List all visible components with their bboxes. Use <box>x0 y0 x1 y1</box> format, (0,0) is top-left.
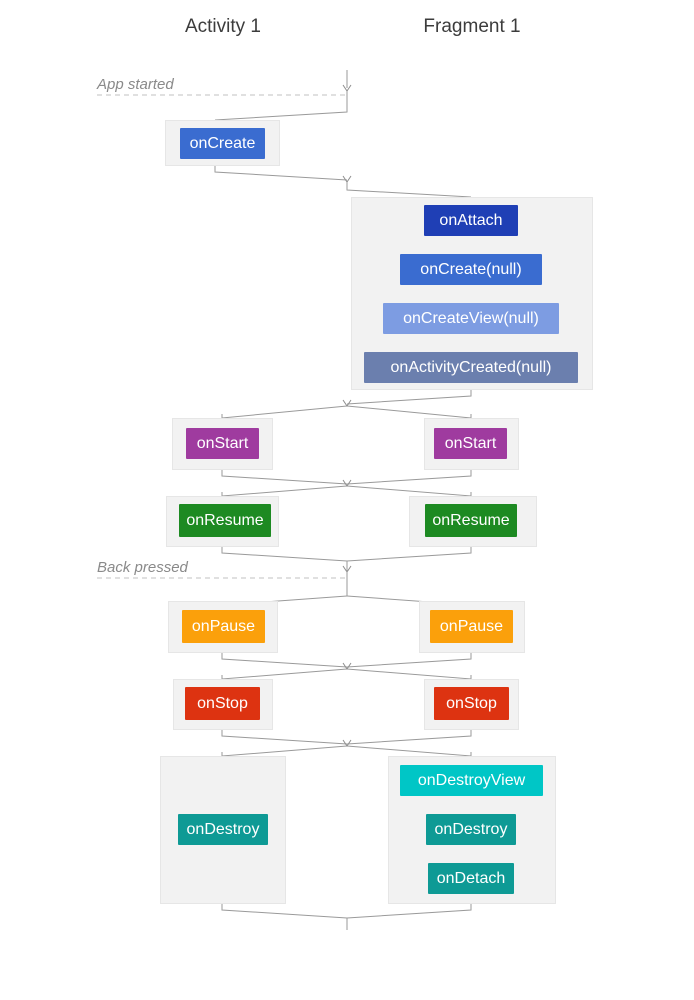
node-fragment-ondestroy[interactable]: onDestroy <box>426 814 516 845</box>
wire-to-fragment-onstart <box>346 405 472 419</box>
wire-to-fragment-onresume <box>346 485 472 497</box>
arrowhead-back-pressed <box>342 565 352 573</box>
arrowhead-destroy-row <box>342 739 352 747</box>
wire-to-activity-onresume <box>221 485 348 497</box>
wire-to-activity-oncreate <box>214 91 348 121</box>
wire-onresume-left-down <box>221 547 348 562</box>
node-activity-onresume[interactable]: onResume <box>179 504 271 537</box>
arrowhead-onstop-row <box>342 662 352 670</box>
wire-onstart-left-down <box>221 470 348 485</box>
wire-destroy-left-out <box>221 904 348 919</box>
node-activity-oncreate[interactable]: onCreate <box>180 128 265 159</box>
node-fragment-onactivitycreated[interactable]: onActivityCreated(null) <box>364 352 578 383</box>
node-activity-onpause[interactable]: onPause <box>182 610 265 643</box>
wire-to-fragment-onstop <box>346 668 472 680</box>
node-fragment-onattach[interactable]: onAttach <box>424 205 518 236</box>
wire-onpause-left-down <box>221 653 348 668</box>
wire-oncreate-to-fragment-stub <box>214 166 348 181</box>
wire-onpause-right-down <box>346 653 472 668</box>
arrowhead-onresume-row <box>342 479 352 487</box>
wire-onstart-right-down <box>346 470 472 485</box>
column-title-activity: Activity 1 <box>184 16 262 37</box>
wire-onstop-left-down <box>221 730 348 745</box>
wire-to-activity-onstop <box>221 668 348 680</box>
node-fragment-ondetach[interactable]: onDetach <box>428 863 514 894</box>
node-fragment-oncreate[interactable]: onCreate(null) <box>400 254 542 285</box>
wire-to-fragment-ondestroy <box>346 745 472 757</box>
wire-destroy-right-out <box>346 904 472 919</box>
node-fragment-oncreateview[interactable]: onCreateView(null) <box>383 303 559 334</box>
event-label-app-started: App started <box>97 76 174 93</box>
node-fragment-onstop[interactable]: onStop <box>434 687 509 720</box>
wire-fragment-block-out <box>346 390 472 405</box>
node-fragment-onstart[interactable]: onStart <box>434 428 507 459</box>
node-activity-onstop[interactable]: onStop <box>185 687 260 720</box>
node-fragment-onpause[interactable]: onPause <box>430 610 513 643</box>
arrowhead-fragment-block <box>342 175 352 183</box>
event-label-back-pressed: Back pressed <box>97 559 188 576</box>
node-fragment-onresume[interactable]: onResume <box>425 504 517 537</box>
wire-onstop-right-down <box>346 730 472 745</box>
arrowhead-onstart-row <box>342 399 352 407</box>
wire-onresume-right-down <box>346 547 472 562</box>
wire-to-activity-onstart <box>221 405 348 419</box>
column-title-fragment: Fragment 1 <box>423 16 521 37</box>
wire-into-fragment-create-block <box>346 182 472 198</box>
node-activity-ondestroy[interactable]: onDestroy <box>178 814 268 845</box>
node-activity-onstart[interactable]: onStart <box>186 428 259 459</box>
node-fragment-ondestroyview[interactable]: onDestroyView <box>400 765 543 796</box>
wire-to-activity-ondestroy <box>221 745 348 757</box>
arrowhead-app-started <box>342 84 352 92</box>
